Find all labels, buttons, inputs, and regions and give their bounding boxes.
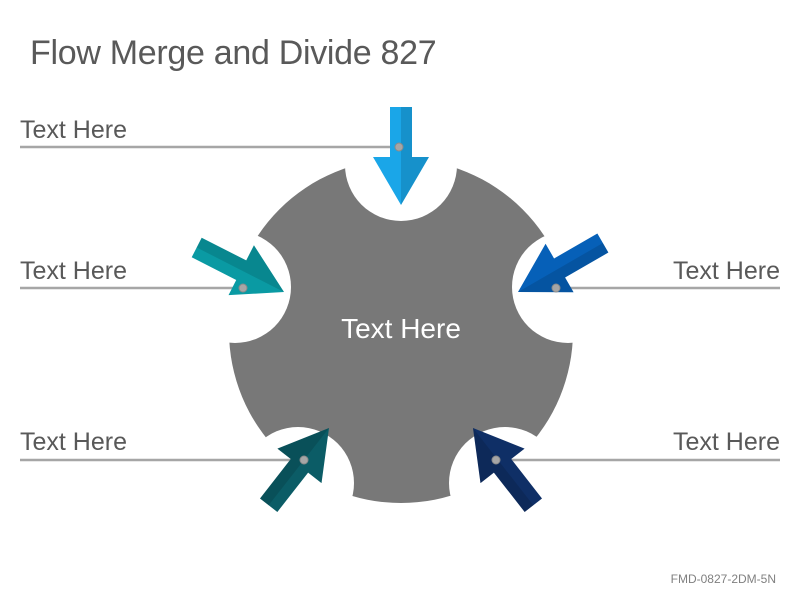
arrow-bottom-left <box>259 428 329 512</box>
label-middle-left: Text Here <box>20 257 127 285</box>
arrow-top <box>373 107 429 205</box>
page-title: Flow Merge and Divide 827 <box>30 34 437 72</box>
dot-middle-left <box>238 283 248 293</box>
dot-bottom-left <box>299 455 309 465</box>
arrow-bottom-right <box>473 428 543 512</box>
connector-dots <box>238 142 561 465</box>
dot-top <box>394 142 404 152</box>
footer-code: FMD-0827-2DM-5N <box>670 572 776 586</box>
connector-lines <box>20 145 780 462</box>
label-top-left: Text Here <box>20 116 127 144</box>
dot-middle-right <box>551 283 561 293</box>
dot-bottom-right <box>491 455 501 465</box>
label-middle-right: Text Here <box>673 257 780 285</box>
center-label: Text Here <box>341 313 461 344</box>
arrow-middle-left <box>191 237 284 296</box>
label-bottom-right: Text Here <box>673 428 780 456</box>
label-bottom-left: Text Here <box>20 428 127 456</box>
central-hub <box>229 159 573 503</box>
arrow-middle-right <box>518 233 609 293</box>
